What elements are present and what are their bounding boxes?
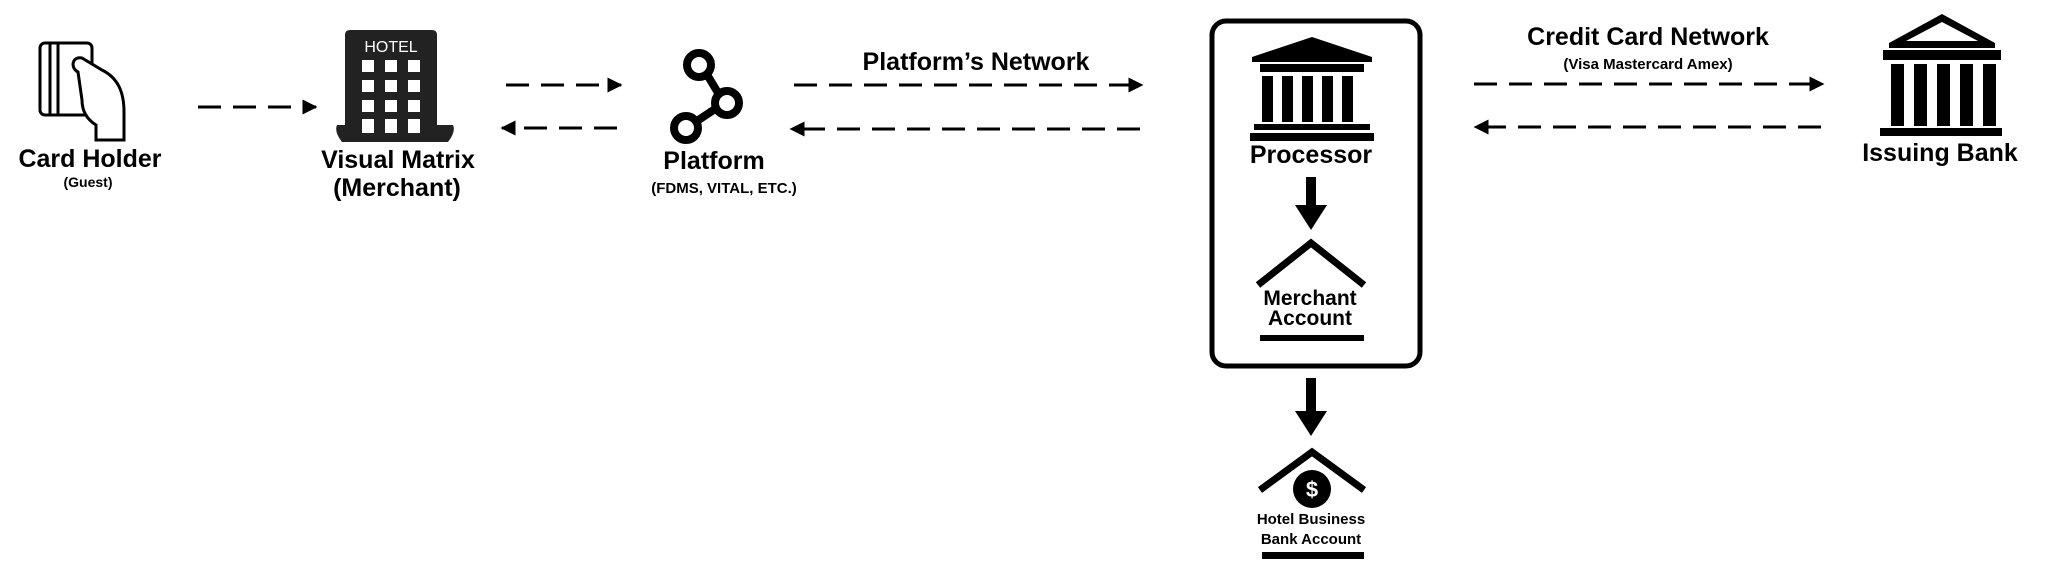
hotel-bank-underline	[1262, 552, 1364, 559]
platform-title: Platform	[663, 147, 765, 175]
merchant-account-label-line2: Account	[1268, 307, 1352, 330]
hotel-bank-label-line1: Hotel Business	[1256, 511, 1366, 528]
issuing-bank-title: Issuing Bank	[1862, 139, 2018, 167]
merchant-subtitle: (Merchant)	[333, 174, 461, 202]
bank-house-dollar-icon: $	[1257, 447, 1367, 508]
roof-icon	[1255, 238, 1367, 288]
processor-box	[1209, 18, 1423, 369]
card-holder-subtitle: (Guest)	[63, 174, 113, 190]
hotel-sign: HOTEL	[364, 39, 417, 56]
card-holder-title: Card Holder	[18, 145, 162, 173]
arrow-processor-to-merchant-account	[1295, 177, 1327, 230]
credit-card-network-sublabel: (Visa Mastercard Amex)	[1563, 56, 1733, 73]
dollar-sign: $	[1306, 477, 1318, 502]
platform-network-label: Platform’s Network	[862, 48, 1090, 76]
issuing-bank-icon	[1880, 14, 2002, 136]
merchant-account-underline	[1260, 335, 1364, 341]
share-nodes-icon	[670, 49, 743, 144]
merchant-title: Visual Matrix	[321, 146, 475, 174]
platform-subtitle: (FDMS, VITAL, ETC.)	[651, 180, 797, 197]
hotel-building-icon: HOTEL	[336, 30, 454, 142]
bank-icon	[1250, 37, 1374, 141]
credit-card-network-label: Credit Card Network	[1527, 23, 1769, 51]
arrow-processor-to-hotel-bank	[1295, 378, 1327, 436]
merchant-account-label-line1: Merchant	[1263, 287, 1357, 310]
hotel-bank-label-line2: Bank Account	[1260, 531, 1362, 548]
card-in-hand-icon	[38, 41, 126, 142]
processor-title: Processor	[1249, 141, 1373, 169]
